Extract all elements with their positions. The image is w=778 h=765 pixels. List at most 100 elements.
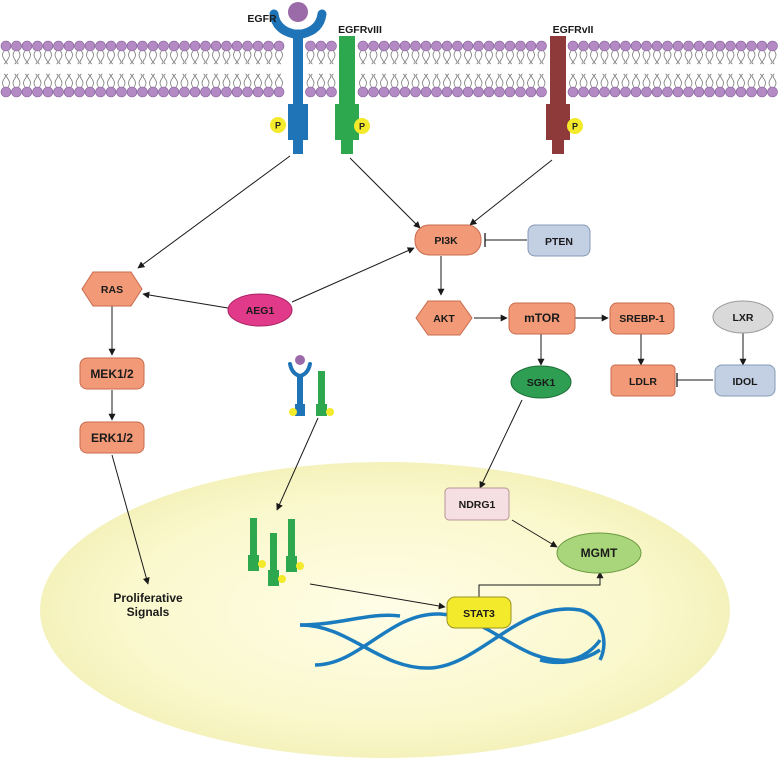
membrane-head [704,40,715,52]
pten-label: PTEN [545,236,573,248]
membrane-head [714,86,726,98]
membrane-head [567,40,579,52]
membrane-head [200,86,211,98]
membrane-head [693,40,705,52]
arrow-ndrg1-mgmt [511,519,558,548]
membrane-head [126,40,138,52]
egfrvii-receptor: P EGFRvII [546,24,594,154]
arrow-complex-stat3 [309,583,446,610]
membrane-head [221,86,232,98]
membrane-head [389,86,400,98]
egfrviii-receptor: P EGFRvIII [335,24,382,154]
membrane-head [399,86,411,98]
internalized-receptor-icon [288,355,334,416]
membrane-head [368,40,379,52]
membrane-head [683,86,694,98]
membrane-head [63,40,75,52]
membrane-head [651,40,663,52]
membrane-head [441,86,453,98]
membrane-head [672,40,684,52]
membrane-head [746,86,757,98]
membrane-head [105,86,117,98]
membrane-head [137,86,148,98]
cell-membrane [0,40,778,98]
membrane-head [305,86,316,98]
membrane-head [735,40,747,52]
membrane-head [21,40,33,52]
nucleus [40,462,730,758]
node-mgmt: MGMT [556,532,642,574]
membrane-head [105,40,117,52]
membrane-head [767,86,778,98]
arrow-stat3-mgmt [478,571,604,597]
membrane-head [599,86,610,98]
membrane-head [273,40,285,52]
phospho-icon [354,118,370,134]
mtor-label: mTOR [524,311,560,325]
membrane-head [315,40,327,52]
membrane-head [504,86,516,98]
arrow-receptor-nucleus [276,417,319,511]
membrane-head [137,40,148,52]
membrane-head [620,40,631,52]
nuclear-egfrviii-complex [248,518,304,586]
arrow-sgk1-ndrg1 [479,399,523,489]
membrane-head [567,86,579,98]
erk-label: ERK1/2 [91,431,133,445]
node-ras: RAS [81,271,143,307]
membrane-head [263,86,274,98]
membrane-head [578,40,589,52]
membrane-head [662,40,673,52]
node-ldlr: LDLR [610,364,676,397]
ras-label: RAS [101,284,123,296]
membrane-head [620,86,631,98]
membrane-head [609,86,621,98]
membrane-head [515,40,526,52]
membrane-head [210,86,222,98]
membrane-head [756,86,768,98]
membrane-head [515,86,526,98]
membrane-head [588,86,600,98]
membrane-head [420,86,432,98]
membrane-head [273,86,285,98]
sgk1-label: SGK1 [527,377,556,389]
membrane-head [462,40,474,52]
node-akt: AKT [415,300,473,336]
membrane-head [63,86,75,98]
membrane-head [221,40,232,52]
membrane-head [410,40,421,52]
membrane-head [378,86,390,98]
ligand-icon [288,2,308,22]
pi3k-label: PI3K [434,235,458,247]
membrane-head [263,40,274,52]
membrane-head [410,86,421,98]
membrane-head [21,86,33,98]
mgmt-label: MGMT [581,546,618,560]
membrane-head [714,40,726,52]
membrane-head [147,86,159,98]
membrane-head [326,86,337,98]
membrane-head [11,86,22,98]
membrane-head [609,40,621,52]
node-mek: MEK1/2 [79,357,145,390]
node-pten: PTEN [527,224,591,257]
membrane-head [74,40,85,52]
proliferative-line2: Signals [127,605,170,619]
membrane-head [588,40,600,52]
membrane-head [252,86,264,98]
membrane-head [368,86,379,98]
egfrviii-label: EGFRvIII [338,24,382,36]
node-ndrg1: NDRG1 [444,487,510,521]
membrane-head [357,86,369,98]
membrane-head [242,40,253,52]
membrane-head [116,40,127,52]
membrane-head [158,86,169,98]
membrane-head [641,86,652,98]
membrane-head [756,40,768,52]
membrane-head [672,86,684,98]
membrane-head [441,40,453,52]
membrane-head [725,40,736,52]
membrane-head [389,40,400,52]
membrane-head [473,86,484,98]
membrane-head [452,86,463,98]
